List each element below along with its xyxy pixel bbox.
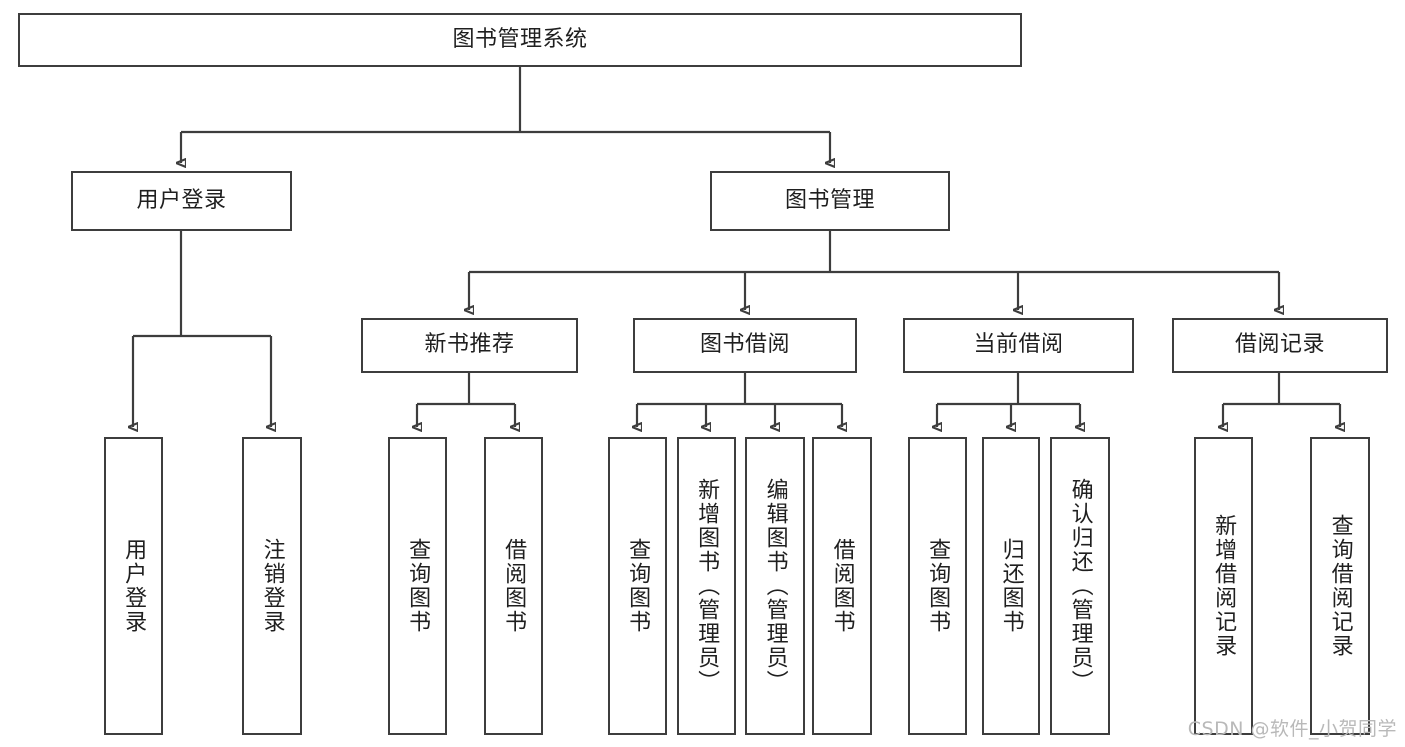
node-leaf-user-logout-label: 注销登录 [259,538,285,634]
node-leaf-query-book-3-label: 查询图书 [925,538,951,634]
node-book-manage-label: 图书管理 [784,187,875,213]
node-leaf-borrow-book-1-label: 借阅图书 [501,538,527,634]
node-root[interactable]: 图书管理系统 [18,13,1022,67]
node-leaf-query-book-2[interactable]: 查询图书 [608,437,667,735]
node-user-login[interactable]: 用户登录 [71,171,292,231]
node-leaf-borrow-book-2[interactable]: 借阅图书 [812,437,872,735]
node-leaf-edit-book[interactable]: 编辑图书（管理员） [745,437,805,735]
node-leaf-query-book-2-label: 查询图书 [625,538,651,634]
node-leaf-add-record[interactable]: 新增借阅记录 [1194,437,1253,735]
node-leaf-return-book[interactable]: 归还图书 [982,437,1040,735]
node-borrow-record[interactable]: 借阅记录 [1172,318,1388,373]
node-leaf-user-login[interactable]: 用户登录 [104,437,163,735]
node-leaf-user-logout[interactable]: 注销登录 [242,437,302,735]
node-current-borrow[interactable]: 当前借阅 [903,318,1134,373]
node-book-borrow[interactable]: 图书借阅 [633,318,857,373]
node-leaf-query-book-1[interactable]: 查询图书 [388,437,447,735]
node-current-borrow-label: 当前借阅 [973,332,1064,358]
node-leaf-add-record-label: 新增借阅记录 [1211,514,1237,658]
node-leaf-query-record-label: 查询借阅记录 [1327,514,1353,658]
node-leaf-edit-book-label: 编辑图书（管理员） [762,478,788,694]
node-new-book-recommend-label: 新书推荐 [424,332,515,358]
node-user-login-label: 用户登录 [136,187,227,213]
node-leaf-add-book-label: 新增图书（管理员） [694,478,720,694]
node-leaf-user-login-label: 用户登录 [121,538,147,634]
node-leaf-query-record[interactable]: 查询借阅记录 [1310,437,1370,735]
node-leaf-query-book-3[interactable]: 查询图书 [908,437,967,735]
node-leaf-borrow-book-1[interactable]: 借阅图书 [484,437,543,735]
node-book-manage[interactable]: 图书管理 [710,171,950,231]
watermark: CSDN @软件_小贺同学 [1187,718,1397,740]
node-new-book-recommend[interactable]: 新书推荐 [361,318,578,373]
node-leaf-return-book-label: 归还图书 [998,538,1024,634]
node-root-label: 图书管理系统 [452,26,588,52]
node-leaf-borrow-book-2-label: 借阅图书 [829,538,855,634]
node-borrow-record-label: 借阅记录 [1234,332,1325,358]
node-book-borrow-label: 图书借阅 [699,332,790,358]
node-leaf-add-book[interactable]: 新增图书（管理员） [677,437,736,735]
node-leaf-confirm-return-label: 确认归还（管理员） [1067,478,1093,694]
node-leaf-query-book-1-label: 查询图书 [405,538,431,634]
node-leaf-confirm-return[interactable]: 确认归还（管理员） [1050,437,1110,735]
